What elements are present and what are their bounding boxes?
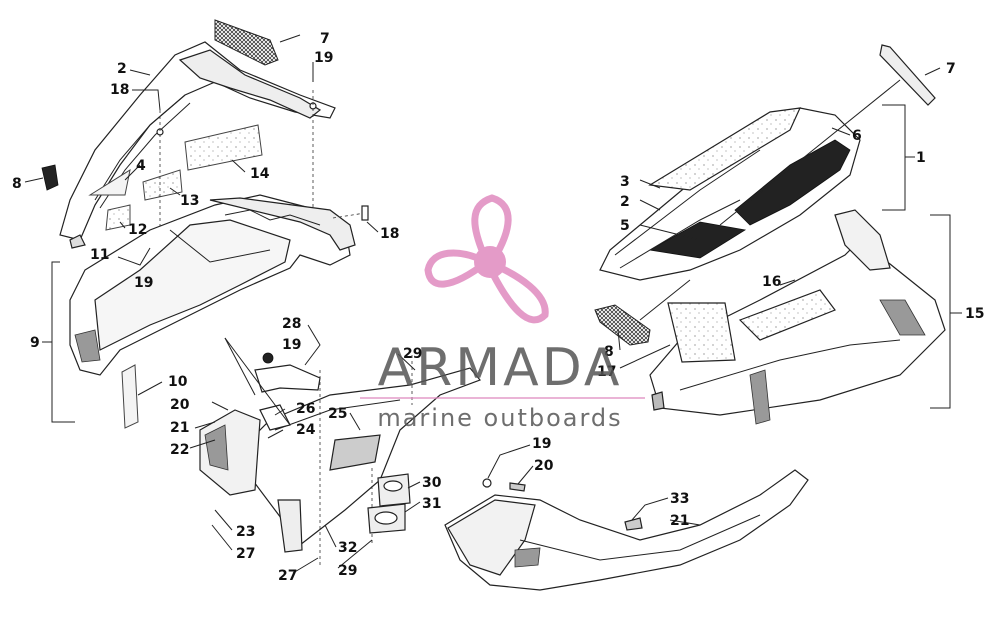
callout-31: 31 [422, 496, 441, 512]
side-panel-right [594, 209, 962, 425]
callout-27: 27 [278, 568, 297, 584]
callout-7: 7 [946, 61, 956, 77]
clip-8 [41, 164, 59, 191]
callout-5: 5 [620, 218, 630, 234]
decal-10 [121, 364, 139, 429]
callout-12: 12 [128, 222, 147, 238]
hood-assembly-left [41, 19, 336, 249]
callout-labels: 2 18 8 7 19 4 13 14 12 11 19 9 10 18 3 2… [12, 31, 984, 584]
callout-20: 20 [170, 397, 190, 413]
callout-29: 29 [403, 346, 422, 362]
callout-18: 18 [110, 82, 129, 98]
callout-19: 19 [314, 50, 333, 66]
decal-14 [184, 124, 263, 171]
callout-33: 33 [670, 491, 689, 507]
center-underbody [199, 337, 482, 565]
callout-13: 13 [180, 193, 199, 209]
callout-20: 20 [534, 458, 554, 474]
callout-27: 27 [236, 546, 255, 562]
callout-14: 14 [250, 166, 270, 182]
callout-8: 8 [604, 344, 614, 360]
callout-21: 21 [170, 420, 189, 436]
callout-19: 19 [532, 436, 551, 452]
callout-6: 6 [852, 128, 862, 144]
callout-29: 29 [338, 563, 357, 579]
callout-10: 10 [168, 374, 188, 390]
callout-30: 30 [422, 475, 442, 491]
watermark: ARMADA marine outboards [360, 194, 645, 432]
callout-32: 32 [338, 540, 357, 556]
bracket-28 [254, 364, 321, 393]
callout-1: 1 [916, 150, 926, 166]
grill-vent-8 [594, 304, 651, 346]
callout-11: 11 [90, 247, 109, 263]
callout-19: 19 [282, 337, 301, 353]
callout-26: 26 [296, 401, 315, 417]
decal-4 [88, 168, 131, 196]
trim-7 [879, 44, 936, 106]
callout-16: 16 [762, 274, 781, 290]
bottom-trim [444, 469, 809, 591]
decal-12 [105, 204, 131, 231]
callout-21: 21 [670, 513, 689, 529]
callout-9: 9 [30, 335, 40, 351]
dash-console [69, 194, 369, 429]
watermark-brand: ARMADA [378, 338, 623, 398]
callout-3: 3 [620, 174, 630, 190]
callout-23: 23 [236, 524, 255, 540]
callout-leaders [24, 34, 941, 574]
callout-4: 4 [136, 158, 146, 174]
callout-8: 8 [12, 176, 22, 192]
decal-13 [142, 169, 183, 201]
callout-19: 19 [134, 275, 153, 291]
callout-24: 24 [296, 422, 316, 438]
hood-assembly-right [599, 44, 936, 281]
callout-22: 22 [170, 442, 189, 458]
watermark-tagline: marine outboards [377, 404, 622, 432]
callout-17: 17 [597, 364, 616, 380]
callout-7: 7 [320, 31, 330, 47]
callout-2: 2 [117, 61, 127, 77]
panel-17 [667, 302, 736, 363]
propeller-icon [424, 194, 549, 324]
callout-28: 28 [282, 316, 301, 332]
callout-18: 18 [380, 226, 399, 242]
grill-vent-7 [214, 19, 279, 66]
callout-2: 2 [620, 194, 630, 210]
callout-15: 15 [965, 306, 984, 322]
callout-25: 25 [328, 406, 347, 422]
